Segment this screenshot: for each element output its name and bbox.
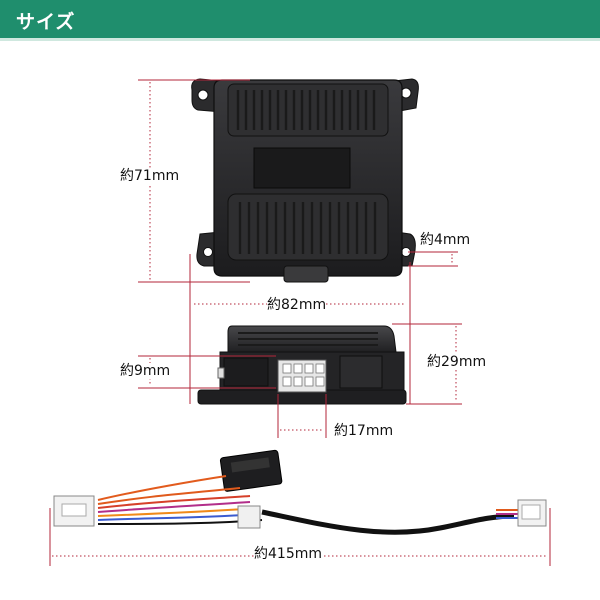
dimension-height-top: 約71mm [120,168,180,184]
unit-side-view [197,325,407,405]
unit-top-view [191,78,419,283]
dimension-connector-width: 約17mm [334,423,394,439]
dimension-lines [49,79,551,566]
dimension-connector-height: 約9mm [120,363,171,379]
section-title: サイズ [16,11,76,33]
section-header: サイズ [0,0,600,38]
dimension-cable-length: 約415mm [254,546,322,562]
dimension-width: 約82mm [267,297,327,313]
dimension-side-height: 約29mm [427,354,487,370]
header-divider [0,38,600,41]
wire-harness [53,449,547,535]
dimension-tab: 約4mm [420,232,471,248]
